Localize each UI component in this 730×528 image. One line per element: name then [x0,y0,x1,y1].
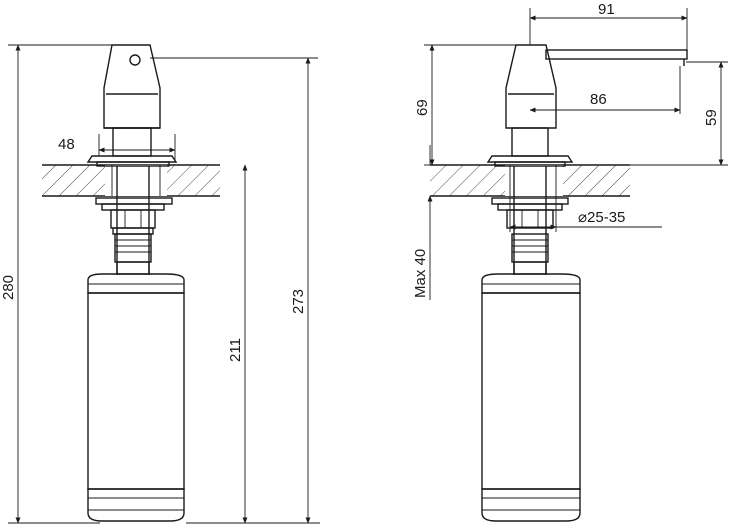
left-pump-head [103,44,161,157]
right-flange [486,155,574,167]
right-dim-diameter: ⌀25-35 [509,196,662,232]
left-flange [86,155,178,167]
left-pump-hole [129,54,141,66]
dim-diameter-label: ⌀25-35 [578,209,625,226]
left-bottle [87,273,185,522]
right-dim-max40: Max 40 [412,145,433,300]
left-dim-273: 273 [150,57,318,524]
dim-211-label: 211 [227,338,244,362]
left-view: 48 280 211 273 [0,44,320,524]
left-countertop [42,164,220,197]
right-countertop [430,164,630,197]
dim-86-label: 86 [590,91,607,108]
dim-max40-label: Max 40 [412,249,429,298]
left-dim-48: 48 [58,134,176,160]
right-dim-69: 69 [414,44,518,166]
right-dim-86: 86 [529,66,681,114]
right-view: 91 86 69 59 Max 40 [412,1,728,522]
right-dim-91: 91 [529,1,688,50]
dim-91-label: 91 [598,1,615,18]
dim-273-label: 273 [290,289,307,314]
right-shaft [491,166,569,275]
right-bottle [481,273,581,522]
dim-69-label: 69 [414,99,431,116]
dim-59-label: 59 [703,109,720,126]
dim-48-label: 48 [58,136,75,153]
right-dim-59: 59 [630,61,728,166]
left-dim-211: 211 [186,164,320,524]
dim-280-label: 280 [0,275,17,300]
left-dim-280: 280 [0,44,118,524]
